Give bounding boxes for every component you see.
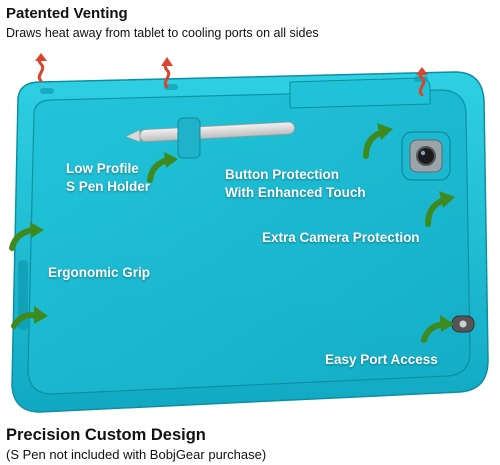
heat-arrow-icon bbox=[35, 53, 47, 82]
tablet-case-illustration bbox=[11, 71, 489, 413]
button-callout-line2: With Enhanced Touch bbox=[225, 185, 366, 200]
grip-slot bbox=[18, 260, 28, 330]
ergonomic-grip-callout: Ergonomic Grip bbox=[48, 265, 151, 280]
camera-protection-callout: Extra Camera Protection bbox=[262, 230, 420, 245]
heat-arrow-icon bbox=[416, 67, 428, 96]
pen-holder-callout-line1: Low Profile bbox=[66, 161, 139, 176]
top-subheading: Draws heat away from tablet to cooling p… bbox=[6, 26, 319, 40]
green-arrow-icon bbox=[11, 306, 48, 329]
pen-holder-callout: Low Profile S Pen Holder bbox=[66, 160, 150, 196]
green-arrow-icon bbox=[147, 152, 178, 183]
green-arrow-icon bbox=[421, 315, 454, 343]
case-inner-rim bbox=[27, 89, 471, 395]
bottom-heading: Precision Custom Design bbox=[6, 426, 206, 444]
button-protection-callout: Button Protection With Enhanced Touch bbox=[225, 166, 366, 202]
green-arrow-icon bbox=[9, 222, 44, 251]
green-arrow-icon bbox=[425, 191, 455, 227]
bottom-note: (S Pen not included with BobjGear purcha… bbox=[6, 447, 267, 462]
camera-lens bbox=[416, 146, 436, 166]
pen-holder-callout-line2: S Pen Holder bbox=[66, 179, 151, 194]
pen-clip bbox=[177, 117, 201, 159]
button-callout-line1: Button Protection bbox=[225, 167, 339, 182]
pen-holder-channel bbox=[289, 77, 431, 109]
green-arrow-icon bbox=[363, 123, 393, 159]
top-heading: Patented Venting bbox=[6, 5, 128, 22]
port-access-callout: Easy Port Access bbox=[325, 352, 438, 367]
heat-arrow-icon bbox=[161, 57, 173, 88]
